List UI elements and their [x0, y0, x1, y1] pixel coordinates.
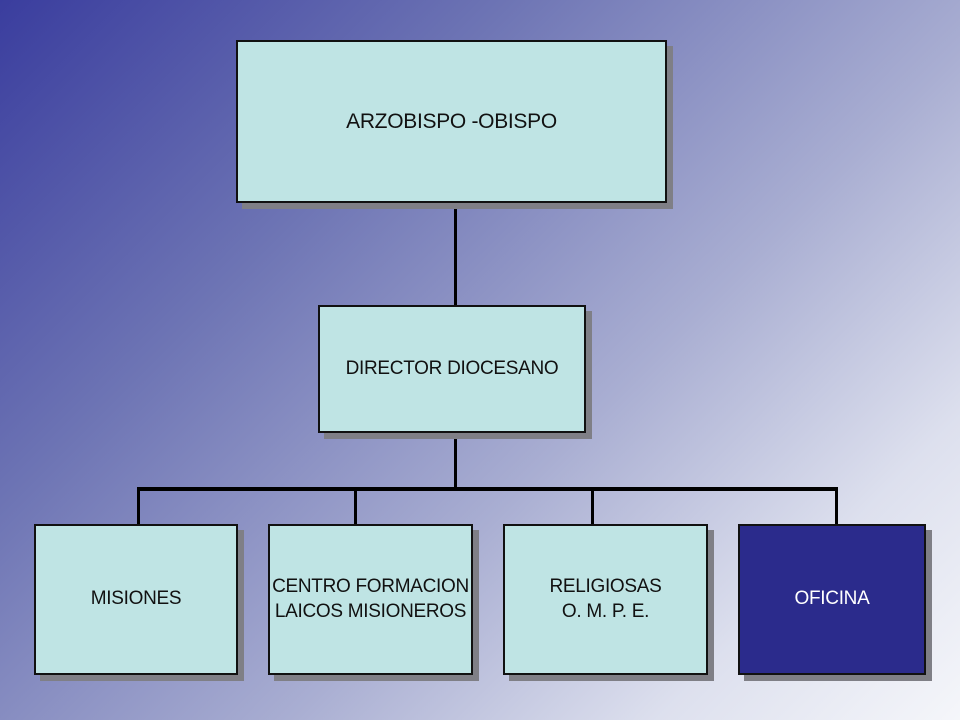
node-label: CENTRO FORMACION LAICOS MISIONEROS — [272, 575, 469, 622]
node-misiones: MISIONES — [34, 524, 238, 675]
node-label: RELIGIOSAS O. M. P. E. — [549, 575, 662, 622]
node-director-diocesano: DIRECTOR DIOCESANO — [318, 305, 586, 433]
node-oficina: OFICINA — [738, 524, 926, 675]
node-label: OFICINA — [794, 588, 870, 610]
connector-horizontal-bar — [137, 487, 838, 491]
node-label: MISIONES — [90, 588, 182, 610]
connector-to-religiosas — [591, 487, 594, 525]
node-centro-formacion: CENTRO FORMACION LAICOS MISIONEROS — [268, 524, 473, 675]
connector-to-misiones — [137, 487, 140, 525]
connector-to-oficina — [835, 487, 838, 525]
node-label: ARZOBISPO -OBISPO — [346, 109, 557, 133]
node-religiosas: RELIGIOSAS O. M. P. E. — [503, 524, 708, 675]
connector-top-to-director — [454, 202, 457, 306]
connector-to-centro-formacion — [354, 487, 357, 525]
node-arzobispo-obispo: ARZOBISPO -OBISPO — [236, 40, 667, 203]
connector-director-to-bar — [454, 432, 457, 490]
node-label: DIRECTOR DIOCESANO — [345, 357, 559, 379]
